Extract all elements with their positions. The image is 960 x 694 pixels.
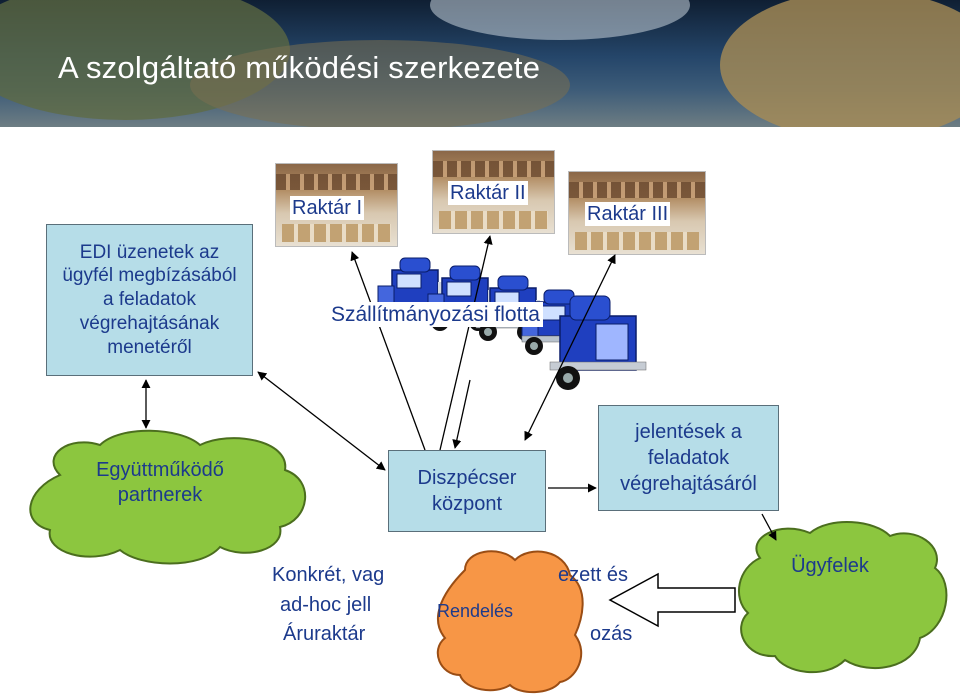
warehouse-photo-1 — [275, 163, 398, 247]
dispatcher-line: központ — [431, 493, 503, 515]
edi-line: végrehajtásának — [79, 312, 220, 334]
reports-line: végrehajtásáról — [620, 473, 757, 495]
partners-cloud-shape — [29, 429, 307, 565]
connector-arrows — [141, 235, 777, 541]
order-text-fragment: ozás — [590, 623, 633, 645]
order-arrow-icon — [608, 572, 736, 628]
order-cloud-shape — [436, 550, 584, 694]
partners-line: partnerek — [117, 484, 203, 506]
banner-land-shape — [190, 40, 570, 127]
order-text-fragment: ad-hoc jell — [280, 594, 372, 616]
customers-cloud-shape — [738, 521, 948, 674]
dispatcher-center-box: Diszpécser központ — [388, 450, 546, 532]
reports-box: jelentések a feladatok végrehajtásáról — [598, 405, 779, 511]
warehouse-label-2: Raktár II — [448, 181, 528, 205]
edi-line: a feladatok — [103, 289, 196, 311]
edi-line: EDI üzenetek az — [79, 241, 220, 263]
page-title: A szolgáltató működési szerkezete — [58, 50, 541, 85]
dispatcher-line: Diszpécser — [417, 467, 517, 489]
warehouse-label-1: Raktár I — [290, 196, 365, 220]
edi-line: menetéről — [107, 336, 192, 358]
order-text-fragment: ezett és — [558, 564, 629, 586]
edi-line: ügyfél megbízásából — [62, 265, 237, 287]
fleet-label: Szállítmányozási flotta — [328, 302, 543, 328]
partners-cloud-label: Együttműködő partnerek — [60, 458, 260, 508]
order-text-fragment: Konkrét, vag — [272, 564, 385, 586]
title-banner: A szolgáltató működési szerkezete — [0, 0, 960, 127]
edi-messages-box: EDI üzenetek az ügyfél megbízásából a fe… — [46, 224, 253, 376]
reports-line: jelentések a — [635, 421, 742, 443]
customers-cloud-label: Ügyfelek — [791, 555, 869, 577]
warehouse-label-3: Raktár III — [585, 202, 671, 226]
partners-line: Együttműködő — [96, 459, 224, 481]
order-text-fragment: Áruraktár — [283, 623, 366, 645]
banner-map-shape — [720, 0, 960, 127]
reports-line: feladatok — [647, 447, 730, 469]
order-cloud-label: Rendelés — [436, 601, 514, 621]
